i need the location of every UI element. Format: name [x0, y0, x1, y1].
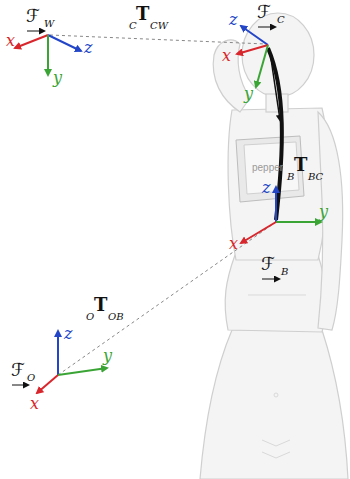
frame-symbol: ℱ: [11, 361, 25, 379]
axis-label: z: [64, 326, 72, 342]
axis-label: x: [6, 33, 15, 49]
frame-subscript: B: [281, 267, 288, 277]
axis-label: z: [262, 180, 270, 196]
axis-label: y: [319, 204, 328, 220]
axis-label: x: [222, 48, 231, 64]
transform-subscript: CW: [150, 21, 168, 31]
frame-symbol: ℱ: [26, 7, 40, 25]
axis-label: x: [229, 236, 238, 252]
axis-label: y: [103, 348, 112, 364]
axis-label: z: [229, 12, 237, 28]
transform-prescript: C: [129, 21, 137, 31]
frame-subscript: W: [44, 19, 54, 29]
transform-subscript: BC: [308, 172, 323, 182]
frame-subscript: O: [27, 373, 35, 383]
transform-symbol: T: [294, 156, 307, 174]
transform-symbol: T: [136, 5, 149, 23]
transform-subscript: OB: [108, 312, 124, 322]
axis-label: y: [53, 70, 62, 86]
transform-prescript: O: [86, 312, 94, 322]
frame-symbol: ℱ: [257, 3, 271, 21]
frame-subscript: C: [277, 15, 285, 25]
transform-prescript: B: [287, 172, 294, 182]
tablet-brand: pepper: [252, 163, 283, 173]
axis-label: x: [30, 396, 39, 412]
transform-symbol: T: [94, 296, 107, 314]
frame-symbol: ℱ: [261, 255, 275, 273]
axis-label: y: [244, 86, 253, 102]
axis-label: z: [84, 40, 92, 56]
